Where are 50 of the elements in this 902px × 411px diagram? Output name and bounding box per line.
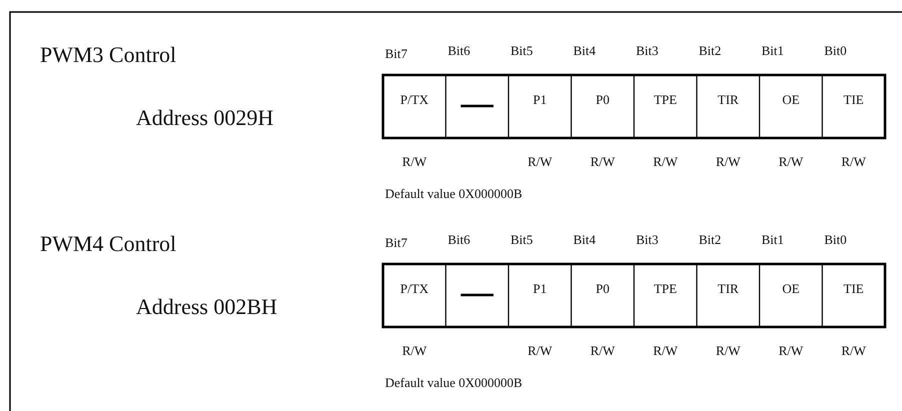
access-type: R/W [652, 155, 679, 168]
bit-field-name: TIE [842, 282, 865, 295]
access-type: R/W [714, 344, 742, 357]
bit-field-name: P1 [532, 93, 548, 106]
bit-number: Bit0 [824, 233, 847, 246]
bit-number: Bit2 [698, 44, 722, 57]
register-address: Address 0029H [136, 107, 274, 129]
access-type: R/W [840, 344, 867, 357]
bit-number: Bit4 [573, 233, 596, 246]
access-type: R/W [526, 344, 554, 357]
bit-number: Bit6 [448, 44, 470, 57]
default-value-note: Default value 0X000000B [385, 187, 522, 200]
bit-number: Bit1 [762, 44, 784, 57]
bit-field-name: TIR [716, 282, 740, 295]
access-type: R/W [589, 344, 616, 357]
access-type: R/W [589, 155, 616, 168]
bit-field-name: P1 [532, 282, 548, 295]
bit-number: Bit6 [448, 233, 470, 246]
bit-field-name: TIR [716, 93, 740, 106]
access-type: R/W [401, 344, 428, 357]
bit-field-name: P0 [594, 282, 610, 295]
bit-number: Bit3 [636, 44, 658, 57]
access-type: R/W [778, 155, 804, 168]
bit-field-name: TPE [652, 282, 678, 295]
bit-field-name: P0 [594, 93, 610, 106]
bit-number: Bit7 [385, 236, 408, 249]
access-type: R/W [714, 155, 742, 168]
bit-field-name: P/TX [399, 282, 430, 295]
access-type: R/W [778, 344, 804, 357]
register-name: PWM3 Control [40, 44, 176, 66]
default-value-note: Default value 0X000000B [385, 376, 522, 389]
access-type: R/W [652, 344, 679, 357]
bit-field-name: TIE [842, 93, 865, 106]
access-type: R/W [401, 155, 428, 168]
register-name: PWM4 Control [40, 233, 176, 255]
access-type: R/W [840, 155, 867, 168]
bit-number: Bit5 [510, 233, 533, 246]
bit-number: Bit2 [698, 233, 722, 246]
bit-number: Bit3 [636, 233, 658, 246]
bit-field-name: TPE [652, 93, 678, 106]
bit-number: Bit1 [762, 233, 784, 246]
bit-number: Bit4 [573, 44, 596, 57]
bit-field-name: P/TX [399, 93, 430, 106]
register-address: Address 002BH [136, 296, 278, 318]
bit-number: Bit7 [385, 47, 408, 60]
access-type: R/W [526, 155, 554, 168]
bit-field-name: OE [781, 282, 801, 295]
bit-number: Bit5 [510, 44, 533, 57]
bit-field-name: OE [781, 93, 801, 106]
bit-number: Bit0 [824, 44, 847, 57]
